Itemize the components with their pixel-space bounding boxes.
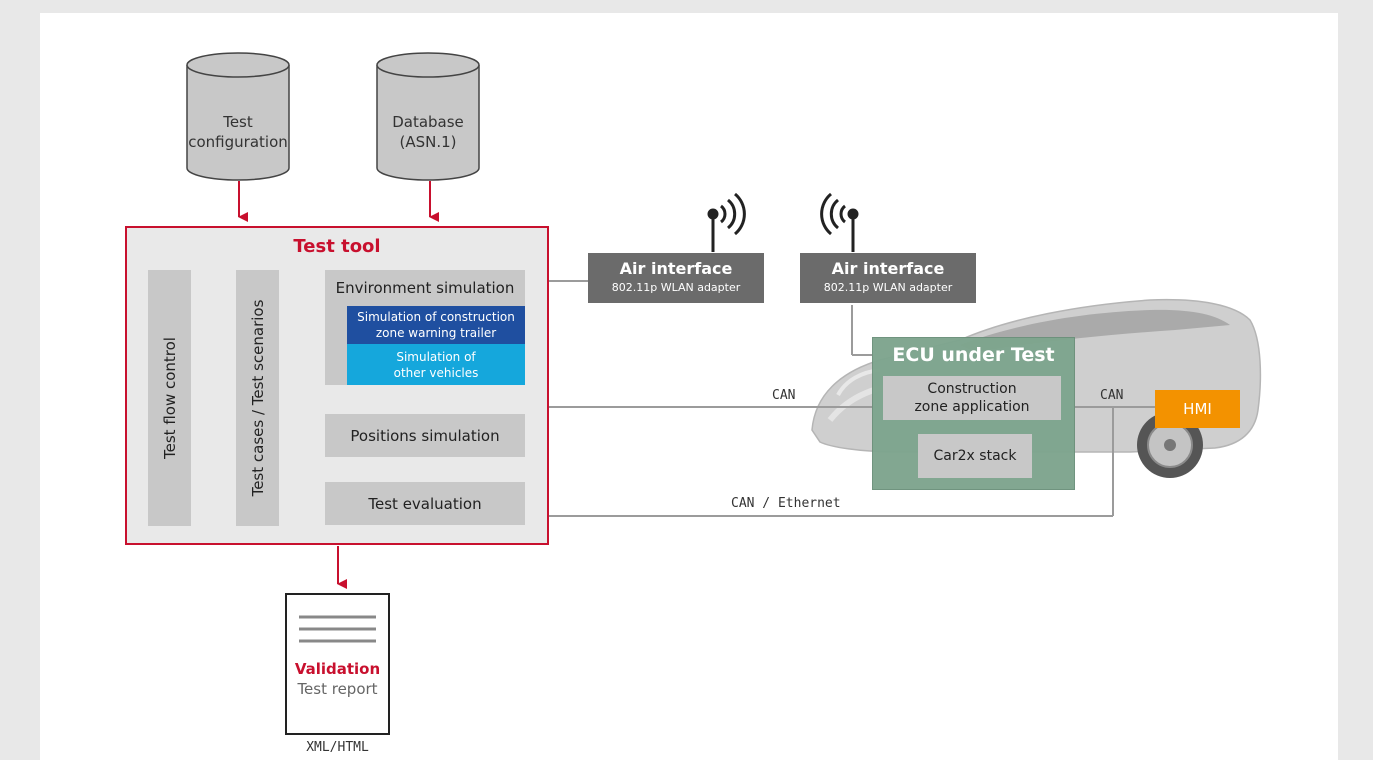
report-format-label: XML/HTML [306,740,369,755]
antenna-icon [707,192,746,252]
can-ethernet-label: CAN / Ethernet [731,496,841,511]
positions-simulation-box: Positions simulation [325,414,525,457]
database-cylinder-icon [376,52,480,181]
construction-zone-app-box: Construction zone application [883,376,1061,420]
construction-simulation-box: Simulation of construction zone warning … [347,306,525,344]
air-interface-1-title: Air interface [619,259,733,278]
can-label-2: CAN [1100,388,1124,403]
air-interface-1: Air interface 802.11p WLAN adapter [588,253,764,303]
environment-simulation-title: Environment simulation [335,279,515,297]
vehicles-simulation-box: Simulation of other vehicles [347,344,525,385]
test-cases-box: Test cases / Test scenarios [236,270,279,526]
air-interface-2: Air interface 802.11p WLAN adapter [800,253,976,303]
validation-label: Validation [294,660,381,678]
document-icon [285,593,390,735]
can-label-1: CAN [772,388,796,403]
air-interface-2-title: Air interface [831,259,945,278]
air-interface-1-subtitle: 802.11p WLAN adapter [611,281,741,294]
test-flow-control-label: Test flow control [160,337,179,459]
test-configuration-label: Test configuration [188,113,288,151]
antenna-icon [820,192,859,252]
hmi-box: HMI [1155,390,1240,428]
test-flow-control-box: Test flow control [148,270,191,526]
car2x-stack-box: Car2x stack [918,434,1032,478]
database-label: Database (ASN.1) [392,113,464,151]
test-report-label: Test report [297,680,378,698]
ecu-title: ECU under Test [892,344,1055,366]
air-interface-2-subtitle: 802.11p WLAN adapter [823,281,953,294]
test-evaluation-box: Test evaluation [325,482,525,525]
test-cases-label: Test cases / Test scenarios [248,299,267,497]
database-cylinder-icon [186,52,290,181]
test-tool-title: Test tool [293,236,381,257]
